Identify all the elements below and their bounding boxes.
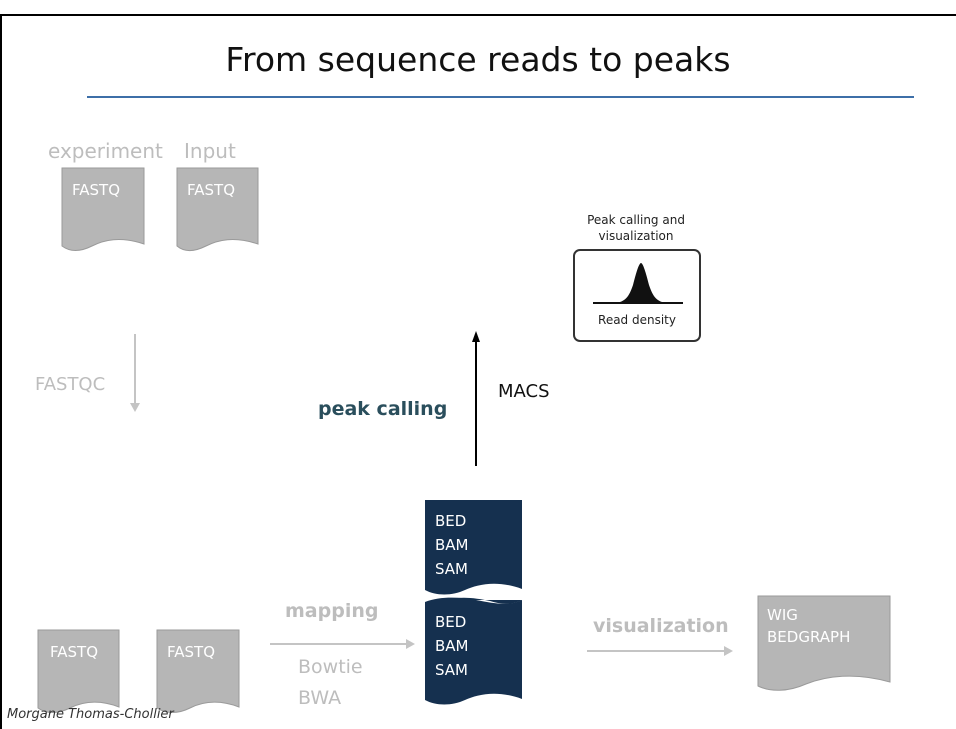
input-doc-label: FASTQ: [187, 181, 236, 199]
mapping-tool-bwa: BWA: [298, 687, 342, 709]
peak-curve-icon: [593, 263, 683, 304]
aligned-lower-line-3: SAM: [435, 661, 469, 679]
bottom-fastq-label-2: FASTQ: [167, 643, 216, 661]
slide-border-left: [0, 14, 2, 729]
aligned-upper-line-1: BED: [435, 512, 467, 530]
wig-label: WIG: [767, 606, 798, 624]
peak-calling-arrow-head: [472, 331, 480, 342]
experiment-fastq-doc: [61, 167, 145, 251]
input-fastq-doc: [176, 167, 259, 251]
bedgraph-label: BEDGRAPH: [767, 628, 851, 646]
experiment-doc-label: FASTQ: [72, 181, 121, 199]
wig-bedgraph-doc: [757, 595, 891, 691]
peak-calling-label: peak calling: [318, 398, 448, 420]
input-label: Input: [184, 139, 236, 163]
visualization-label: visualization: [593, 615, 729, 637]
fastqc-arrow-head: [130, 403, 140, 412]
slide-border-top: [0, 14, 956, 16]
title-underline: [87, 96, 914, 98]
bottom-fastq-label-1: FASTQ: [50, 643, 99, 661]
aligned-lower-line-1: BED: [435, 613, 467, 631]
author-footer: Morgane Thomas-Chollier: [7, 707, 174, 722]
result-caption-line-1: Peak calling and: [587, 213, 685, 227]
aligned-lower-line-2: BAM: [435, 637, 469, 655]
bottom-fastq-doc-2: [156, 629, 240, 713]
aligned-doc-lower: [425, 597, 522, 604]
result-caption-line-2: visualization: [598, 229, 674, 243]
bottom-fastq-doc-1: [37, 629, 120, 713]
slide-title: From sequence reads to peaks: [225, 40, 731, 79]
mapping-arrow-head: [406, 639, 415, 649]
mapping-label: mapping: [285, 600, 379, 622]
mapping-tool-bowtie: Bowtie: [298, 656, 363, 678]
aligned-doc-upper: [425, 500, 522, 595]
fastqc-label: FASTQC: [35, 374, 106, 395]
read-density-icon: Read density: [573, 249, 701, 342]
aligned-doc-lower-body: [425, 597, 522, 705]
visualization-arrow-head: [724, 646, 733, 656]
macs-label: MACS: [498, 381, 550, 402]
experiment-label: experiment: [48, 139, 163, 163]
aligned-upper-line-2: BAM: [435, 536, 469, 554]
aligned-upper-line-3: SAM: [435, 560, 469, 578]
read-density-label: Read density: [598, 313, 676, 327]
